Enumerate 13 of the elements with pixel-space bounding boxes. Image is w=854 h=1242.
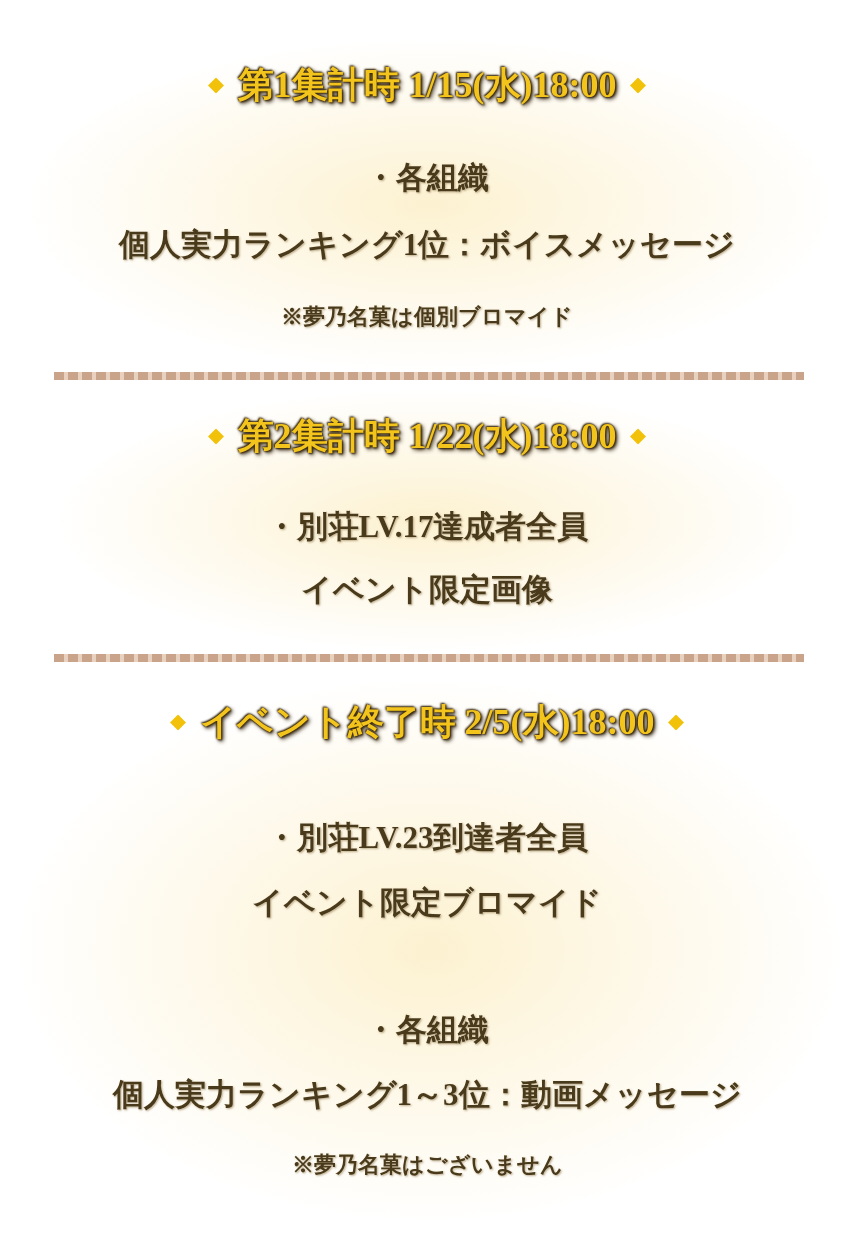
reward-text: ・各組織 [365,1011,489,1049]
reward-text: 個人実力ランキング1～3位：動画メッセージ [112,1076,742,1114]
reward-text: ・別荘LV.23到達者全員 [265,819,589,857]
section-heading: 第1集計時 1/15(水)18:00 [237,63,617,107]
reward-text: 個人実力ランキング1位：ボイスメッセージ [118,226,736,264]
section-heading: イベント終了時 2/5(水)18:00 [199,700,655,744]
reward-text: ・別荘LV.17達成者全員 [265,508,589,546]
section-heading: 第2集計時 1/22(水)18:00 [237,414,617,458]
reward-text: イベント限定ブロマイド [252,884,602,922]
note-text: ※夢乃名菓は個別ブロマイド [281,303,573,331]
reward-text: ・各組織 [365,159,489,197]
reward-text: イベント限定画像 [301,571,553,609]
note-text: ※夢乃名菓はございません [291,1151,563,1179]
